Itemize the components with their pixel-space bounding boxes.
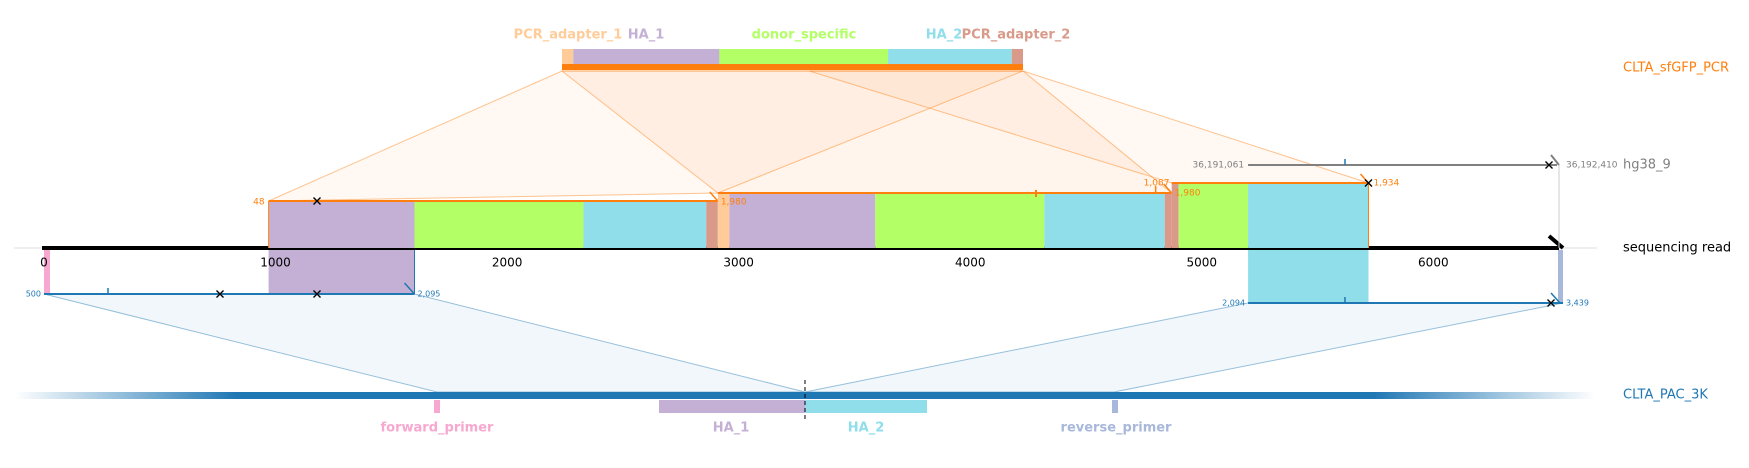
plasmid-feature-label-ha-1: HA_1 [713, 421, 750, 436]
plasmid-alignment-2-mismatch [1547, 299, 1555, 307]
plasmid-alignment-1-mismatch [313, 290, 321, 298]
read-axis-tick-label: 6000 [1418, 256, 1449, 270]
plasmid-alignment-1-fan [43, 293, 806, 393]
plasmid-feature-label-ha-2: HA_2 [848, 421, 885, 436]
adapter-alignment-2-arrowhead [1163, 183, 1173, 194]
adapter-alignment-3-end-label: 1,934 [1373, 179, 1399, 189]
adapter-alignment-2-end-label: 1,980 [1175, 189, 1201, 199]
adapter-track-label: CLTA_sfGFP_PCR [1623, 61, 1729, 76]
adapter-feature-label-pcr-adapter-2: PCR_adapter_2 [962, 28, 1071, 43]
adapter-feature-label-ha-1: HA_1 [628, 28, 665, 43]
adapter-alignment-3-mismatch [1364, 179, 1373, 187]
adapter-alignment-3-segment [1171, 183, 1179, 248]
adapter-alignment-2-start-label: 1,980 [721, 198, 747, 208]
adapter-alignment-2-extra-label: 1,087 [1144, 179, 1170, 189]
plasmid-alignment-2-start-label: 2,094 [1222, 299, 1245, 308]
adapter-feature-label-ha-2: HA_2 [926, 28, 963, 43]
plasmid-alignment-1-end-label: 2,095 [417, 290, 440, 299]
plasmid-alignment-2-end-label: 3,439 [1566, 299, 1589, 308]
genome-track-label: hg38_9 [1623, 158, 1671, 173]
adapter-reference-bar [562, 64, 1023, 70]
adapter-alignment-1-start-label: 48 [253, 198, 265, 208]
adapter-alignment-1-segment [706, 202, 718, 248]
adapter-alignment-1-segment [268, 202, 415, 248]
adapter-alignment-2-segment [729, 193, 876, 248]
alignment-fan-layer [43, 70, 1564, 393]
adapter-alignment-3-segment [1178, 183, 1249, 248]
plasmid-feature-forward-primer [434, 400, 440, 413]
adapter-feature-label-pcr-adapter-1: PCR_adapter_1 [514, 28, 623, 43]
adapter-alignment-2-segment [875, 193, 1045, 248]
adapter-feature-ha-2 [888, 49, 1012, 64]
adapter-feature-pcr-adapter-2 [1011, 49, 1023, 64]
read-axis-tick-label: 4000 [955, 256, 986, 270]
plasmid-alignment-1-start-label: 500 [26, 290, 41, 299]
adapter-alignment-2-segment [1164, 193, 1172, 248]
plasmid-alignment-2-segment [1248, 250, 1369, 303]
plasmid-feature-ha-1 [659, 400, 805, 413]
plasmid-alignment-1-arrowhead [403, 282, 416, 295]
plasmid-feature-ha-2 [805, 400, 927, 413]
plasmid-alignment-2-arrowhead [1550, 292, 1561, 304]
adapter-alignment-2-segment [1044, 193, 1165, 248]
plasmid-alignment-1-mismatch [216, 290, 224, 298]
adapter-feature-ha-1 [573, 49, 720, 64]
alignment-text-layer: CLTA_sfGFP_PCR hg38_9 sequencing readCLTA_… [26, 28, 1731, 436]
adapter-feature-label-donor-specific: donor_specific [752, 28, 857, 43]
adapter-alignment-1-mismatch [313, 197, 321, 205]
adapter-feature-donor-specific [719, 49, 889, 64]
adapter-alignment-2-segment [717, 193, 730, 248]
adapter-alignment-1-segment [583, 202, 707, 248]
adapter-alignment-1-segment [414, 202, 584, 248]
read-axis-tick-label: 5000 [1187, 256, 1218, 270]
plasmid-alignment-2-primer-segment [1558, 250, 1563, 303]
alignment-mark-layer [14, 49, 1597, 419]
plasmid-feature-label-reverse-primer: reverse_primer [1061, 421, 1173, 436]
plasmid-alignment-1-segment [268, 250, 415, 294]
plasmid-track-label: CLTA_PAC_3K [1623, 388, 1708, 403]
read-axis-arrowhead [1547, 234, 1565, 250]
adapter-alignment-3-segment [1248, 183, 1369, 248]
read-axis-tick-label: 3000 [723, 256, 754, 270]
read-axis-tick-label: 1000 [260, 256, 291, 270]
genome-alignment-arrowhead [1550, 154, 1560, 166]
genome-alignment-end-label: 36,192,410 [1566, 161, 1618, 171]
plasmid-feature-label-forward-primer: forward_primer [381, 421, 495, 436]
read-track-label: sequencing read [1623, 241, 1731, 256]
adapter-feature-pcr-adapter-1 [562, 49, 574, 64]
genome-alignment-start-label: 36,191,061 [1193, 161, 1245, 171]
genome-alignment-mismatch [1545, 161, 1553, 169]
plasmid-alignment-1-primer-segment [44, 250, 50, 294]
read-axis-tick-label: 2000 [492, 256, 523, 270]
read-axis-tick-label: 0 [40, 256, 48, 270]
adapter-alignment-1-arrowhead [709, 191, 719, 202]
plasmid-alignment-2-fan [804, 302, 1564, 393]
plasmid-feature-reverse-primer [1112, 400, 1118, 413]
